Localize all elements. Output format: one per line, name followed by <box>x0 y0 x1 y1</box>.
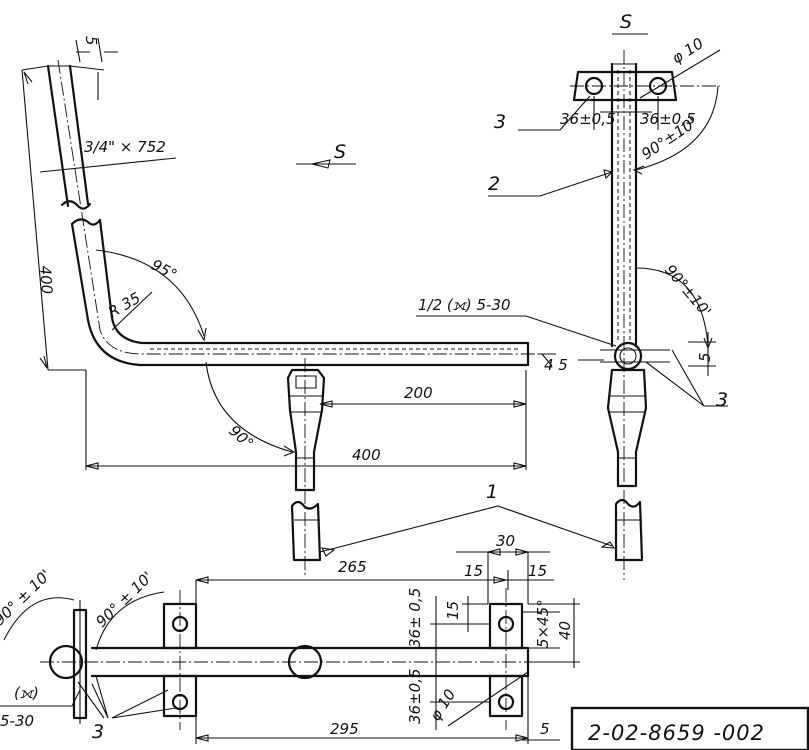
dim-label-15c: 15 <box>444 601 462 620</box>
dim-label-15a: 15 <box>464 562 483 580</box>
weld-mark-label: 4 5 <box>544 356 568 374</box>
part-3-top-label: 3 <box>494 111 506 133</box>
dim-label-phi10-top: φ 10 <box>669 34 707 67</box>
pipe-spec-label: 3/4" × 752 <box>84 138 166 156</box>
dim-len-15-vert: 15 <box>444 596 488 632</box>
dim-label-phi10-plan: φ 10 <box>426 686 459 724</box>
dim-len-15-top: 15 15 <box>462 562 554 590</box>
section-label-main: S <box>334 141 346 163</box>
drawing-number: 2-02-8659 -002 <box>588 721 765 745</box>
dim-label-265: 265 <box>338 558 367 576</box>
dim-label-400-vertical: 400 <box>36 265 56 295</box>
dim-offset-36-plan: 36± 0,5 36±0,5 <box>406 588 490 730</box>
dim-label-15b: 15 <box>528 562 547 580</box>
section-mark-main: S <box>296 141 356 169</box>
dim-angle-95: 95° <box>95 249 207 342</box>
dim-len-30: 30 <box>456 532 550 604</box>
dim-label-90-10-mid: 90°±10' <box>661 261 715 320</box>
dim-len-400: 400 <box>85 370 527 470</box>
part-3-plan-label: 3 <box>92 721 104 743</box>
weld-mark-4-5: 4 5 <box>538 353 604 374</box>
part-3-plan-callout: 3 <box>77 675 177 743</box>
dim-len-5-plan: 5 <box>522 720 560 741</box>
dim-label-30: 30 <box>496 532 515 550</box>
dim-label-5-plan: 5 <box>540 720 550 738</box>
dim-top-5: 5 <box>75 36 118 100</box>
dim-label-40: 40 <box>556 621 574 640</box>
dim-label-plan-angle-2: 90° ± 10' <box>0 566 55 629</box>
plan-view <box>40 588 560 730</box>
dim-label-400-horizontal: 400 <box>352 446 381 464</box>
dim-label-95: 95° <box>148 256 180 284</box>
dim-label-r35: R 35 <box>105 289 144 322</box>
dim-label-36-right: 36±0,5 <box>640 110 696 128</box>
section-label-side: S <box>620 11 632 33</box>
part-1-callout: 1 <box>319 481 616 557</box>
dim-len-295: 295 <box>195 676 529 744</box>
dim-label-chamfer: 5×45° <box>534 599 552 648</box>
dim-label-plan-weld: (⟗) <box>14 684 39 702</box>
dim-height-400: 400 <box>21 65 86 371</box>
dim-label-36-plan-top: 36± 0,5 <box>406 588 424 648</box>
weld-spec-callout: 1/2 (⟗) 5-30 <box>416 296 617 347</box>
dim-len-200: 200 <box>319 370 527 470</box>
dim-label-36-left: 36±0,5 <box>560 110 616 128</box>
title-block: 2-02-8659 -002 <box>570 706 809 750</box>
dim-label-plan-weld-2: 5-30 <box>0 712 34 730</box>
part-1-label: 1 <box>486 481 498 503</box>
dim-label-right-5: 5 <box>696 352 714 362</box>
dim-label-200: 200 <box>404 384 433 402</box>
part-3-side-label: 3 <box>716 389 728 411</box>
dim-len-40: 40 <box>528 598 580 668</box>
dim-radius-r35: R 35 <box>105 289 153 331</box>
dim-label-36-plan-bot: 36±0,5 <box>406 668 424 724</box>
part-2-callout: 2 <box>488 169 614 197</box>
front-view-pipe <box>46 59 540 367</box>
dim-label-90-front: 90° <box>225 422 257 453</box>
dim-chamfer: 5×45° <box>522 599 560 649</box>
front-lug <box>286 358 326 575</box>
weld-spec-label: 1/2 (⟗) 5-30 <box>418 296 511 314</box>
dim-label-plan-angle-1: 90° ± 10' <box>92 568 156 631</box>
dim-right-5: 5 <box>688 332 716 376</box>
part-3-side-callout: 3 <box>645 349 728 411</box>
pipe-spec-callout: 3/4" × 752 <box>39 138 177 173</box>
dim-angle-90-front: 90° <box>205 361 296 457</box>
dim-phi10-top: φ 10 <box>639 34 721 99</box>
part-3-top-callout: 3 <box>494 95 591 133</box>
side-view: S <box>570 11 720 580</box>
dim-angle-90-10-mid: 90°±10' <box>635 261 715 350</box>
dim-label-top-5: 5 <box>82 36 100 46</box>
dim-label-295: 295 <box>330 720 359 738</box>
part-2-label: 2 <box>488 173 500 195</box>
dim-len-265: 265 <box>195 558 507 604</box>
